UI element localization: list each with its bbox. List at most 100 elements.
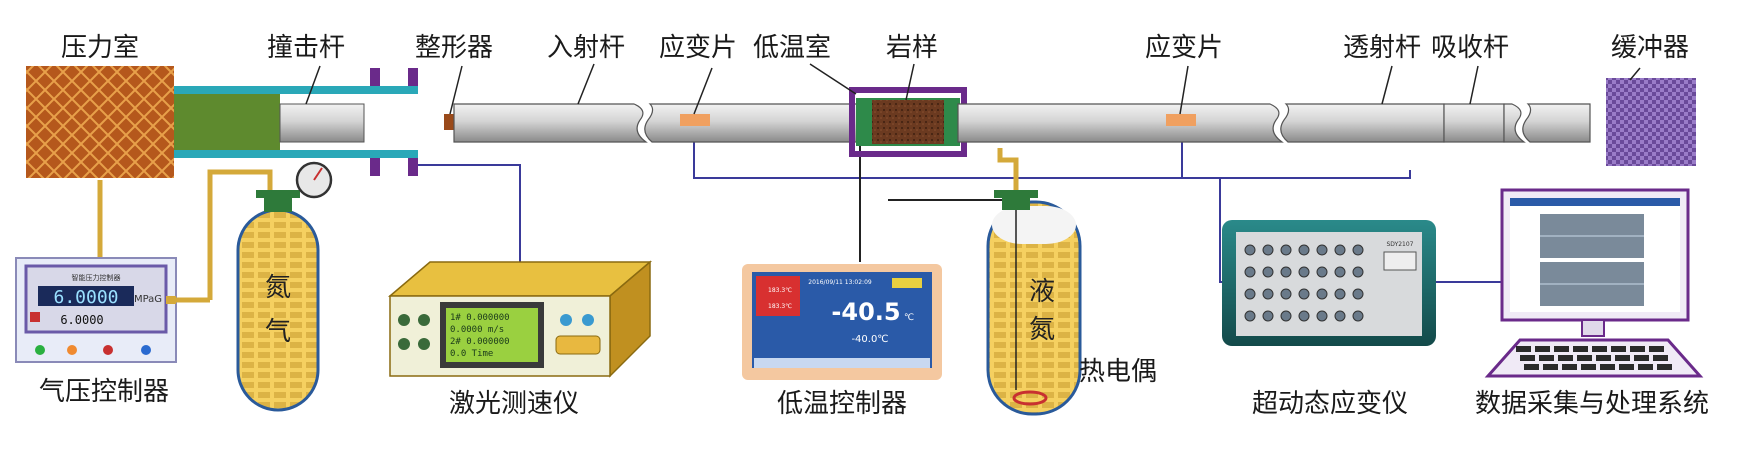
pressure-chamber: [26, 66, 174, 178]
keyboard-key: [1630, 346, 1645, 352]
data-acquisition-computer: [1484, 188, 1704, 378]
ultra-dynamic-strain-meter: SDY2107: [1222, 220, 1436, 346]
strain-meter-knob: [1334, 310, 1346, 322]
keyboard-key: [1600, 364, 1615, 370]
strain-meter-knob: [1316, 288, 1328, 300]
pc-unit: MPaG: [134, 294, 162, 305]
strain-gauge-left: [680, 114, 710, 126]
strain-meter-knob: [1334, 288, 1346, 300]
strain-meter-knob: [1262, 288, 1274, 300]
keyboard-key: [1615, 355, 1630, 361]
strain-meter-knob: [1316, 310, 1328, 322]
component-labels: 压力室 撞击杆 整形器 入射杆 应变片 低温室 岩样 应变片 透射杆 吸收杆 缓…: [39, 33, 1709, 419]
label-ultra-dynamic-strain-meter: 超动态应变仪: [1252, 389, 1408, 419]
transmission-bar: [957, 103, 1445, 143]
tc-set-value: -40.0℃: [851, 334, 888, 345]
label-pulse-shaper: 整形器: [415, 33, 493, 63]
strain-meter-knob: [1244, 310, 1256, 322]
strain-meter-knob: [1262, 244, 1274, 256]
strain-meter-knob: [1352, 244, 1364, 256]
keyboard-key: [1657, 364, 1672, 370]
strain-meter-knob: [1262, 266, 1274, 278]
pc-main-value: 6.0000: [53, 287, 118, 308]
pc-title: 智能压力控制器: [72, 273, 121, 282]
thermocouple-coil: [1012, 390, 1048, 406]
strain-meter-knob: [1298, 266, 1310, 278]
nitrogen-gas-label-1: 氮: [265, 273, 291, 303]
gas-tubes: [97, 148, 1019, 300]
label-incident-bar: 入射杆: [547, 33, 625, 63]
keyboard-key: [1638, 364, 1653, 370]
keyboard-key: [1539, 355, 1554, 361]
label-cryo-chamber: 低温室: [753, 33, 831, 63]
strain-meter-knob: [1280, 310, 1292, 322]
low-temp-controller: 183.3℃ 183.3℃ 2016/09/11 13:02:09 -40.5 …: [742, 264, 942, 380]
keyboard-key: [1649, 346, 1664, 352]
strain-meter-knob: [1298, 288, 1310, 300]
keyboard-key: [1554, 346, 1569, 352]
keyboard-key: [1611, 346, 1626, 352]
nitrogen-gas-cylinder: 氮 气: [236, 161, 333, 412]
label-strain-gauge-right: 应变片: [1145, 33, 1223, 63]
liquid-nitrogen-dewar: 液 氮: [986, 190, 1082, 416]
barrel-flanges: [370, 68, 418, 176]
strain-meter-model: SDY2107: [1386, 241, 1413, 248]
strain-meter-knob: [1352, 310, 1364, 322]
gas-pressure-controller: 智能压力控制器 6.0000 MPaG 6.0000: [15, 257, 177, 363]
pulse-shaper: [444, 114, 454, 130]
velocimeter-line-1: 1# 0.000000: [450, 313, 510, 323]
strain-meter-knob: [1280, 288, 1292, 300]
liquid-nitrogen-label-2: 氮: [1029, 315, 1055, 345]
laser-velocimeter: 1# 0.000000 0.0000 m/s 2# 0.000000 0.0 T…: [387, 260, 653, 378]
label-thermocouple: 热电偶: [1079, 357, 1157, 387]
label-rock-sample: 岩样: [886, 33, 938, 63]
label-data-system: 数据采集与处理系统: [1475, 389, 1709, 419]
strain-meter-knob: [1352, 266, 1364, 278]
buffer: [1606, 78, 1696, 166]
pc-sub-value: 6.0000: [60, 313, 103, 327]
strain-meter-knob: [1316, 266, 1328, 278]
keyboard-key: [1562, 364, 1577, 370]
keyboard-key: [1634, 355, 1649, 361]
strain-meter-knob: [1280, 266, 1292, 278]
keyboard-key: [1596, 355, 1611, 361]
velocimeter-line-4: 0.0 Time: [450, 349, 493, 359]
label-strain-gauge-left: 应变片: [659, 33, 737, 63]
keyboard-key: [1581, 364, 1596, 370]
strain-meter-knob: [1262, 310, 1274, 322]
label-transmission-bar: 透射杆: [1343, 33, 1421, 63]
strain-meter-knob: [1298, 310, 1310, 322]
velocimeter-line-3: 2# 0.000000: [450, 337, 510, 347]
keyboard-key: [1577, 355, 1592, 361]
strain-meter-knob: [1334, 266, 1346, 278]
label-buffer: 缓冲器: [1611, 33, 1689, 63]
keyboard-key: [1516, 346, 1531, 352]
label-striker-bar: 撞击杆: [267, 33, 345, 63]
label-absorption-bar: 吸收杆: [1431, 33, 1509, 63]
label-low-temp-controller: 低温控制器: [777, 389, 907, 419]
keyboard-key: [1619, 364, 1634, 370]
strain-meter-knob: [1316, 244, 1328, 256]
keyboard-key: [1592, 346, 1607, 352]
keyboard-key: [1573, 346, 1588, 352]
strain-meter-knob: [1244, 244, 1256, 256]
keyboard-key: [1520, 355, 1535, 361]
gun-barrel: [174, 86, 418, 158]
keyboard-key: [1543, 364, 1558, 370]
strain-meter-knob: [1298, 244, 1310, 256]
strain-meter-knob: [1244, 266, 1256, 278]
label-laser-velocimeter: 激光测速仪: [449, 389, 579, 419]
label-gas-pressure-controller: 气压控制器: [39, 377, 169, 407]
rock-sample: [872, 100, 944, 144]
strain-meter-knob: [1280, 244, 1292, 256]
keyboard-key: [1558, 355, 1573, 361]
absorption-bar: [1443, 103, 1591, 143]
strain-gauge-right: [1166, 114, 1196, 126]
keyboard-key: [1653, 355, 1668, 361]
tc-left-value-2: 183.3℃: [768, 303, 792, 310]
tc-main-value: -40.5: [831, 298, 900, 326]
liquid-nitrogen-label-1: 液: [1029, 277, 1055, 307]
keyboard-key: [1535, 346, 1550, 352]
strain-meter-knob: [1352, 288, 1364, 300]
